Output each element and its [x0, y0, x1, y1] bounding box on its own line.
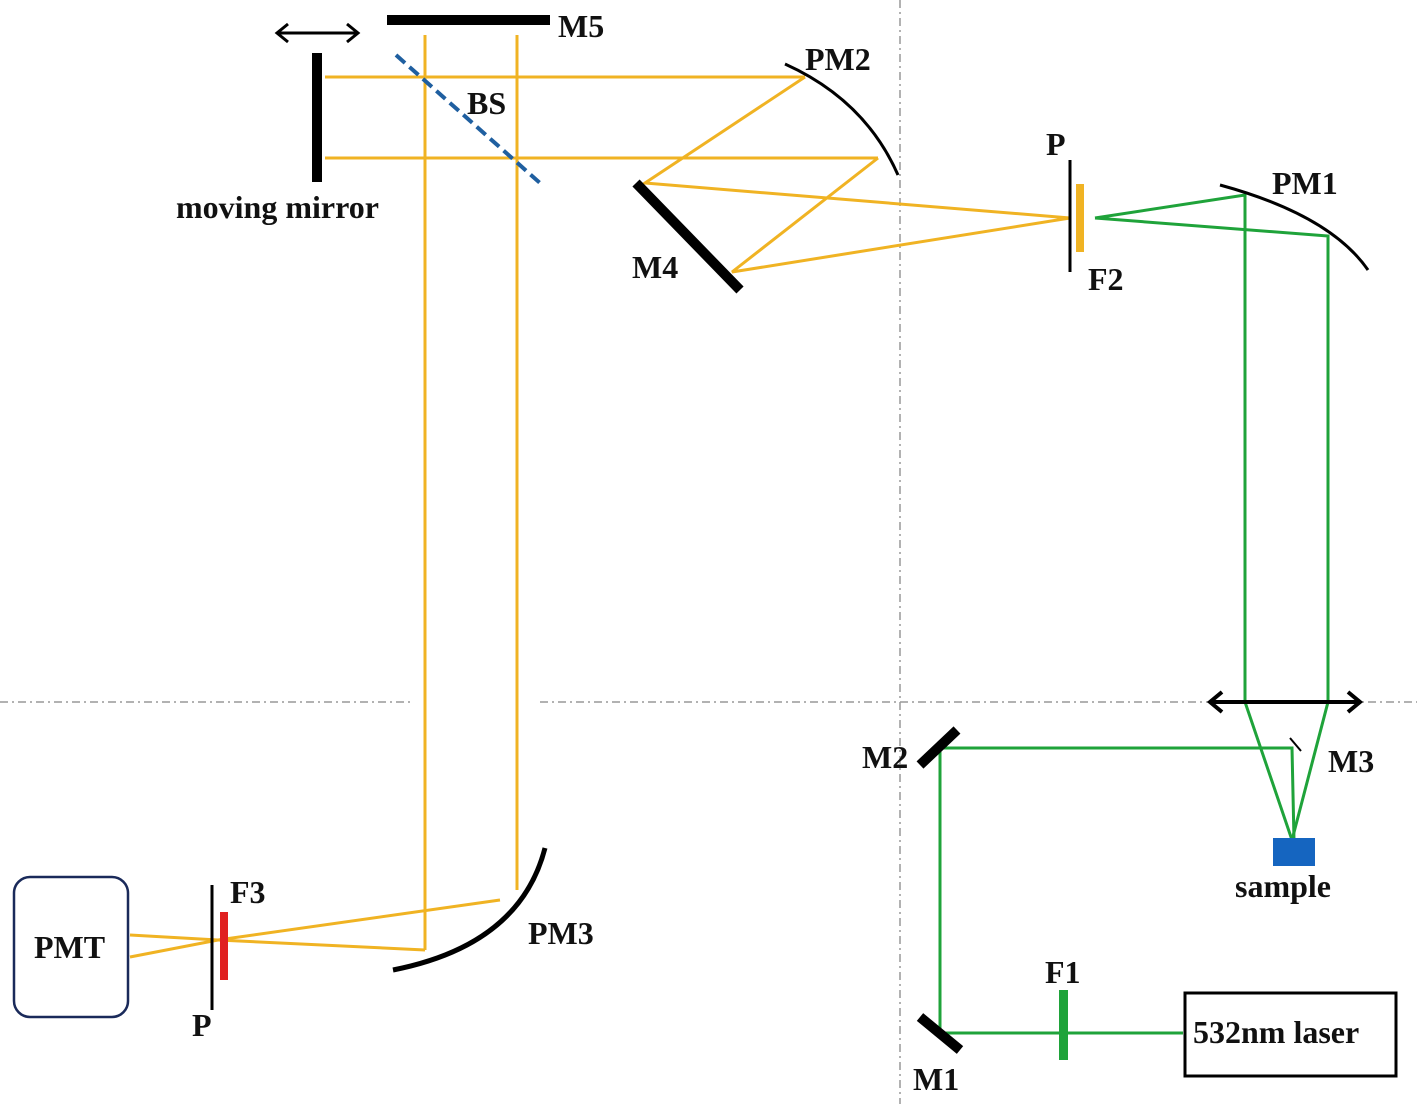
beam	[731, 156, 1071, 274]
label-m3: M3	[1328, 743, 1374, 779]
label-pm2: PM2	[805, 41, 871, 77]
sample	[1273, 838, 1315, 866]
mirror-m3	[1289, 737, 1302, 752]
mirror-m4	[632, 179, 744, 294]
label-laser: 532nm laser	[1193, 1014, 1359, 1050]
label-m5: M5	[558, 8, 604, 44]
label-p-bottom: P	[192, 1007, 212, 1043]
pmt-detector	[12, 875, 130, 1019]
label-f2: F2	[1088, 261, 1124, 297]
beam	[1094, 216, 1330, 841]
mirror-m2	[916, 726, 961, 769]
label-p-top: P	[1046, 126, 1066, 162]
label-m4: M4	[632, 249, 678, 285]
label-pmt: PMT	[34, 929, 105, 965]
laser-box	[1183, 991, 1398, 1078]
label-pm3: PM3	[528, 915, 594, 951]
lens-double-arrow	[1206, 690, 1364, 714]
label-f3: F3	[230, 874, 266, 910]
parabolic-mirror-pm1	[1219, 183, 1370, 271]
parabolic-mirror-pm2	[784, 62, 900, 176]
beamsplitter-bs	[394, 53, 542, 185]
label-m1: M1	[913, 1061, 959, 1097]
mirror-m1	[916, 1013, 964, 1054]
label-pm1: PM1	[1272, 165, 1338, 201]
filter-f1	[1059, 990, 1068, 1060]
label-moving-mirror: moving mirror	[176, 189, 379, 225]
filter-f2	[1076, 184, 1084, 252]
label-sample: sample	[1235, 868, 1331, 904]
beam	[640, 75, 1071, 220]
label-bs: BS	[467, 85, 506, 121]
parabolic-mirror-pm3	[392, 847, 548, 973]
laser-beams	[938, 193, 1330, 1035]
moving-direction-arrow	[274, 22, 361, 44]
label-m2: M2	[862, 739, 908, 775]
beam	[129, 898, 501, 959]
signal-beams	[129, 35, 1071, 959]
beam	[1094, 193, 1294, 841]
filter-f3	[220, 912, 228, 980]
label-f1: F1	[1045, 954, 1081, 990]
